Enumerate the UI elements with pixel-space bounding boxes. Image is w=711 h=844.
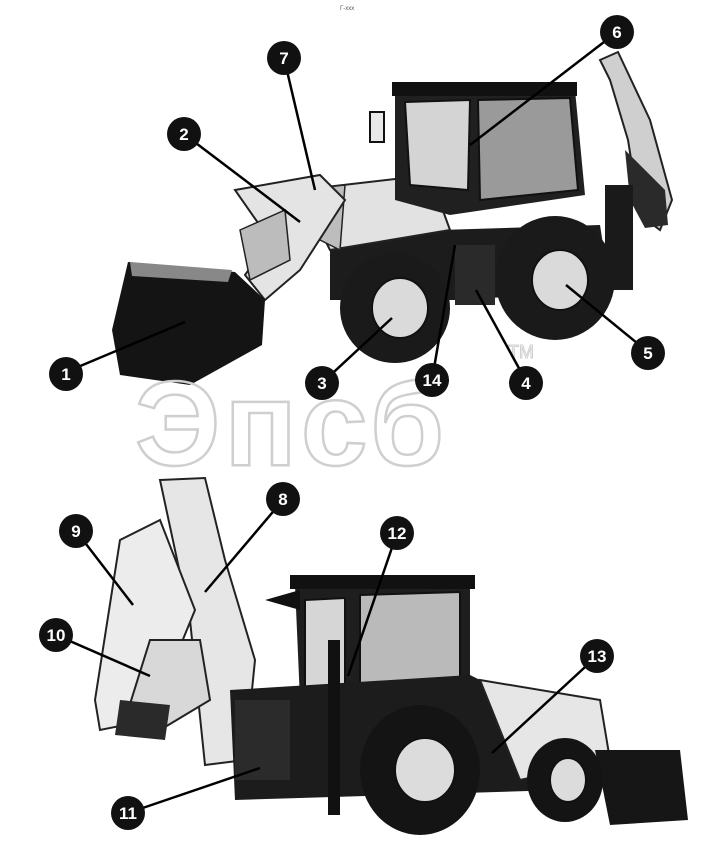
callout-5-label: 5 [643,344,652,363]
callout-14: 14 [415,363,449,397]
leader-2 [183,133,301,223]
callout-4: 4 [509,366,543,400]
callout-8-label: 8 [278,490,287,509]
leader-8 [204,499,284,593]
machine-rear-view [93,476,688,835]
callout-11: 11 [111,796,145,830]
callout-10: 10 [39,618,73,652]
leader-12 [346,532,399,677]
callout-12: 12 [380,516,414,550]
callout-2-label: 2 [179,125,188,144]
leader-4 [474,289,528,382]
leader-1 [65,320,186,374]
leader-11 [127,766,261,815]
callout-6-label: 6 [612,23,621,42]
callout-7: 7 [267,41,301,75]
leader-14 [430,244,457,381]
callout-10-label: 10 [47,626,66,645]
watermark-text: Эпсб [135,357,448,491]
callout-5: 5 [631,336,665,370]
callout-7-label: 7 [279,49,288,68]
leader-13 [491,655,598,754]
callout-3-label: 3 [317,374,326,393]
leader-7 [282,57,317,191]
callout-4-label: 4 [521,374,531,393]
callout-3: 3 [305,366,339,400]
watermark: Эпсб TM [134,342,535,493]
watermark-trademark: TM [508,342,534,362]
callout-8: 8 [266,482,300,516]
callout-2: 2 [167,117,201,151]
callout-13: 13 [580,639,614,673]
leader-10 [55,633,151,678]
callout-11-label: 11 [119,804,137,823]
callout-6: 6 [600,15,634,49]
machine-front-view [112,50,674,385]
callout-12-label: 12 [388,524,407,543]
leader-6 [469,31,618,146]
leader-5 [565,284,649,353]
callout-9: 9 [59,514,93,548]
leader-lines [55,31,649,815]
callout-1-label: 1 [61,365,70,384]
top-mark: Г-ххх [340,6,354,12]
callout-13-label: 13 [588,647,607,666]
callout-9-label: 9 [71,522,80,541]
callout-14-label: 14 [423,371,442,390]
callout-1: 1 [49,357,83,391]
